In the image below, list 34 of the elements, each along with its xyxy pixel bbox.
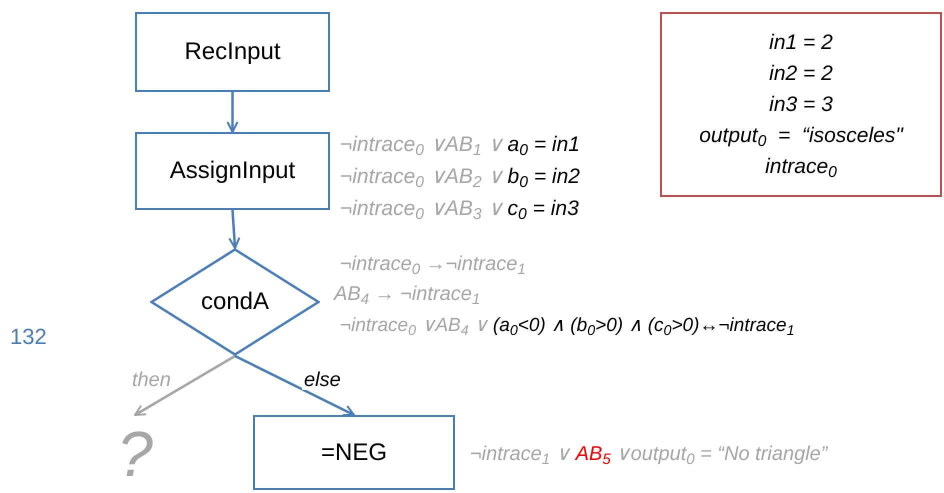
formula-text: b$_{0}$ = in2 [508, 166, 580, 187]
formula-text: ¬intrace$_{0}$ ∨AB$_{4}$ ∨ [340, 316, 488, 335]
process-box [135, 132, 330, 210]
process-box [253, 415, 455, 490]
formula-text: AB$_{5}$ [576, 444, 611, 464]
arrow [134, 354, 236, 416]
node-label: RecInput [184, 37, 281, 67]
page-number: 132 [10, 326, 47, 348]
note-line: in2 = 2 [769, 61, 833, 87]
formula-text: ¬intrace$_{0}$ ∨AB$_{2}$ ∨ [340, 166, 503, 187]
note-box [660, 12, 942, 197]
process-box [135, 12, 330, 92]
arrow [226, 92, 238, 133]
arrow [228, 210, 240, 249]
formula-text: ¬intrace$_{0}$ ∨AB$_{3}$ ∨ [340, 198, 503, 219]
formula-text: c$_{0}$ = in3 [508, 198, 579, 219]
formula-text: ¬intrace$_{1}$ ∨ [470, 444, 571, 464]
note-line: in3 = 3 [769, 92, 833, 118]
note-line: in1 = 2 [769, 30, 833, 56]
note-line: output$_{0}$ = “isosceles" [699, 123, 903, 151]
node-label: =NEG [320, 438, 388, 468]
note-line: intrace$_{0}$ [765, 154, 837, 182]
formula-text: AB$_{4}$ → ¬intrace$_{1}$ [334, 284, 480, 304]
arrow [234, 354, 355, 416]
formula-text: ¬intrace$_{0}$ →¬intrace$_{1}$ [340, 254, 526, 274]
node-label: AssignInput [170, 156, 296, 186]
formula-text: ¬intrace$_{0}$ ∨AB$_{1}$ ∨ [340, 134, 503, 155]
formula-text: a$_{0}$ = in1 [508, 134, 580, 155]
formula-text: ∨output$_{0}$ = “No triangle” [616, 444, 828, 464]
edge-label: else [302, 370, 343, 390]
decision-diamond [150, 248, 320, 356]
question-mark: ? [110, 415, 160, 493]
formula-text: (a$_{0}$<0) ∧ (b$_{0}$>0) ∧ (c$_{0}$>0)↔¬intrace$_{1}$ [492, 316, 795, 335]
node-label: condA [200, 287, 270, 317]
